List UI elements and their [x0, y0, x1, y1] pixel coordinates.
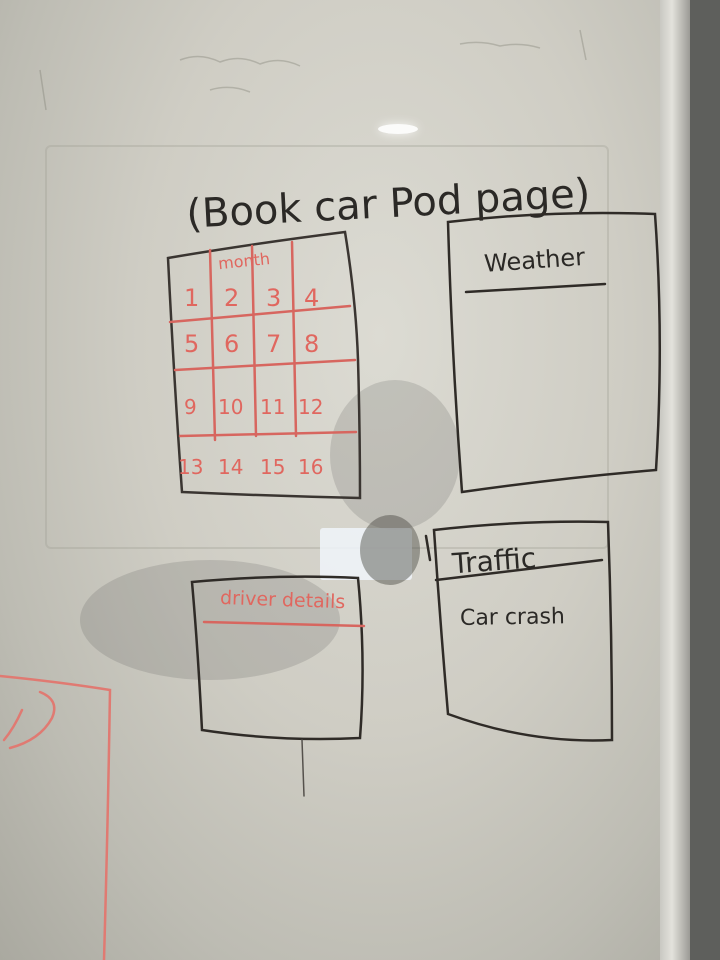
- weather-widget: [446, 211, 662, 494]
- page-title: (Book car Pod page): [185, 171, 591, 238]
- calendar-day: 2: [224, 284, 239, 312]
- calendar-day: 12: [298, 395, 323, 419]
- month-label: month: [217, 249, 271, 273]
- driver-details-label: driver details: [220, 587, 346, 613]
- calendar-day: 16: [298, 455, 323, 479]
- calendar-day: 15: [260, 455, 285, 479]
- traffic-label: Traffic: [450, 542, 537, 581]
- calendar-day: 13: [178, 455, 203, 479]
- calendar-day: 11: [260, 395, 285, 419]
- traffic-widget: [424, 520, 614, 742]
- whiteboard: [0, 0, 690, 960]
- calendar-day: 3: [266, 284, 281, 312]
- window-glare: [320, 528, 412, 580]
- calendar-day: 7: [266, 330, 281, 358]
- calendar-day: 8: [304, 330, 319, 358]
- head-silhouette: [360, 515, 420, 585]
- wall: [690, 0, 720, 960]
- calendar-day: 5: [184, 330, 199, 358]
- ceiling-light-reflection: [378, 124, 418, 134]
- traffic-content: Car crash: [460, 604, 565, 631]
- calendar-day: 1: [184, 284, 199, 312]
- calendar-day: 6: [224, 330, 239, 358]
- calendar-day: 4: [304, 284, 319, 312]
- calendar-day: 14: [218, 455, 243, 479]
- reflection-shadow: [330, 380, 460, 530]
- month-calendar: [166, 230, 362, 500]
- ghost-writing: [39, 29, 587, 111]
- driver-details-widget: [190, 575, 366, 797]
- partial-red-box: [0, 674, 112, 960]
- calendar-day: 9: [184, 395, 197, 419]
- whiteboard-frame: [660, 0, 690, 960]
- weather-label: Weather: [483, 243, 586, 278]
- calendar-day: 10: [218, 395, 243, 419]
